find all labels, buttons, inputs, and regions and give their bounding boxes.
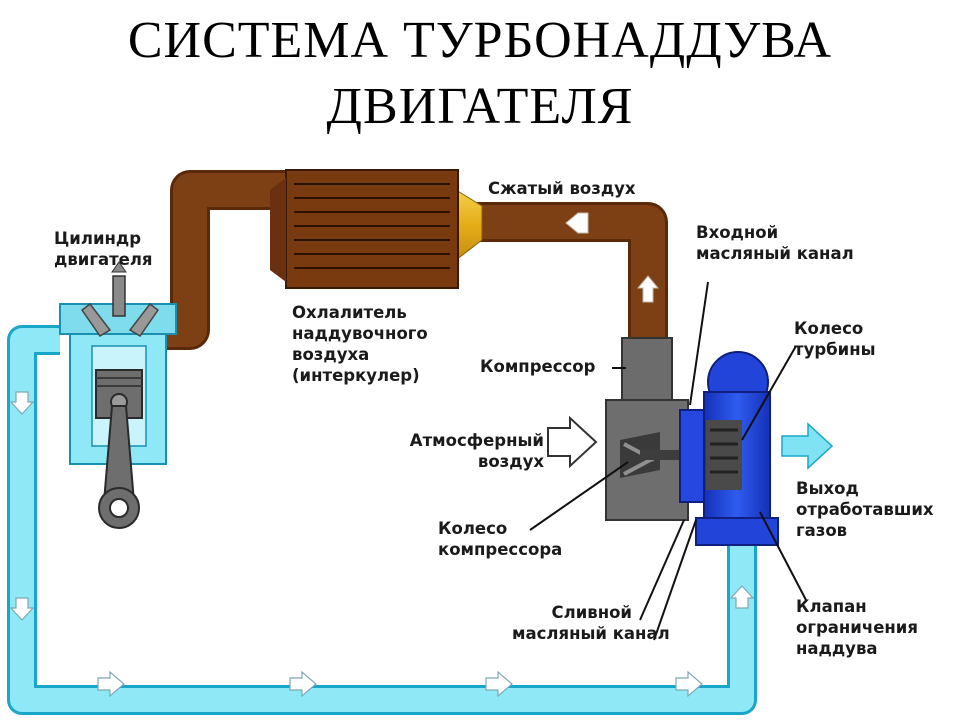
title-line-1: СИСТЕМА ТУРБОНАДДУВА bbox=[127, 12, 833, 69]
turbine-wheel-ribs bbox=[710, 428, 738, 474]
label-oil-inlet: Входной масляный канал bbox=[696, 223, 854, 263]
oil-flow-arrows bbox=[9, 391, 755, 698]
crank-bore bbox=[109, 498, 129, 518]
leader-oil-drain-2 bbox=[653, 519, 697, 641]
label-intercooler: Охлалитель наддувочного воздуха (интерку… bbox=[292, 303, 428, 385]
turbine-wheel-shape bbox=[706, 420, 742, 490]
label-turbine-wheel: Колесо турбины bbox=[794, 319, 876, 359]
oil-arrow-right-2 bbox=[289, 670, 317, 698]
label-exhaust: Выход отработавших газов bbox=[796, 479, 934, 540]
engine-cylinder bbox=[59, 261, 177, 529]
label-compressor: Компрессор bbox=[480, 357, 596, 376]
intercooler-cone bbox=[455, 189, 483, 262]
leader-turbine-wheel bbox=[741, 345, 797, 441]
oil-arrow-down-1 bbox=[9, 391, 35, 415]
label-compressed-air: Сжатый воздух bbox=[488, 179, 636, 198]
leader-compressor-wheel bbox=[529, 461, 629, 531]
spark-plug bbox=[112, 275, 126, 317]
leader-oil-inlet bbox=[689, 281, 709, 406]
label-oil-drain: Сливной масляный канал bbox=[512, 603, 670, 643]
air-arrow-up bbox=[636, 275, 660, 303]
turbine-housing bbox=[679, 351, 779, 546]
label-wastegate: Клапан ограничения наддува bbox=[796, 597, 918, 658]
leader-wastegate bbox=[759, 511, 807, 601]
leader-lines bbox=[529, 281, 807, 641]
intercooler-inlet-neck bbox=[270, 178, 286, 282]
piston-rings bbox=[96, 377, 142, 387]
label-compressor-wheel: Колесо компрессора bbox=[438, 519, 563, 559]
valve-right bbox=[128, 302, 160, 338]
intercooler-fins bbox=[294, 183, 450, 269]
spark-plug-tip bbox=[111, 261, 127, 273]
compressor-outlet bbox=[621, 337, 673, 407]
intercooler bbox=[270, 169, 483, 289]
oil-arrow-down-2 bbox=[9, 597, 35, 621]
exhaust-arrow bbox=[781, 422, 834, 470]
leader-oil-drain-1 bbox=[639, 519, 685, 621]
oil-arrow-right-4 bbox=[675, 670, 703, 698]
intercooler-core bbox=[285, 169, 459, 289]
atmospheric-air-arrow bbox=[547, 415, 598, 469]
oil-arrow-up-1 bbox=[729, 585, 755, 609]
air-arrow-left bbox=[565, 212, 589, 234]
valve-left bbox=[80, 302, 112, 338]
label-cylinder: Цилиндр двигателя bbox=[54, 229, 153, 269]
oil-arrow-right-1 bbox=[97, 670, 125, 698]
air-flow-arrows bbox=[565, 212, 660, 303]
title-line-2: ДВИГАТЕЛЯ bbox=[326, 78, 634, 135]
diagram-title: СИСТЕМА ТУРБОНАДДУВА ДВИГАТЕЛЯ bbox=[0, 8, 960, 140]
oil-loop-fill bbox=[10, 328, 754, 712]
label-atmospheric-air: Атмосферный воздух bbox=[409, 431, 544, 471]
oil-arrow-right-3 bbox=[485, 670, 513, 698]
